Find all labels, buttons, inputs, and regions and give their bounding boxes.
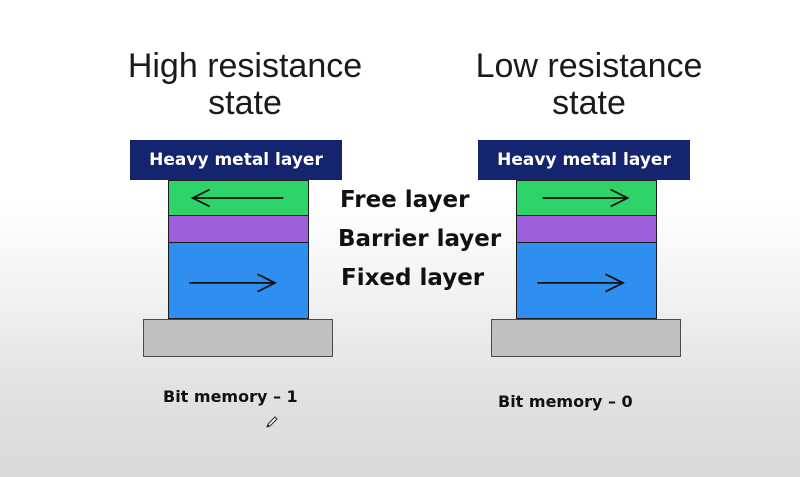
substrate-left: [143, 319, 333, 357]
fixed-layer-right: [516, 242, 657, 319]
heavy-metal-layer-left: Heavy metal layer: [130, 140, 342, 180]
right-arrow-icon: [537, 273, 625, 293]
high-resistance-title: High resistance state: [95, 48, 395, 122]
heavy-metal-layer-right: Heavy metal layer: [478, 140, 690, 180]
free-layer-label: Free layer: [340, 187, 470, 213]
left-arrow-icon: [190, 188, 284, 208]
low-resistance-title-line2: state: [552, 84, 626, 122]
right-arrow-icon: [542, 188, 630, 208]
high-resistance-title-line1: High resistance: [127, 47, 363, 85]
barrier-layer-left: [168, 216, 309, 242]
free-layer-left: [168, 180, 309, 216]
bit-memory-0-label: Bit memory – 0: [498, 392, 633, 411]
fixed-layer-label: Fixed layer: [341, 265, 485, 291]
fixed-layer-left: [168, 242, 309, 319]
low-resistance-mtj-stack: Heavy metal layer: [478, 140, 690, 360]
barrier-layer-label: Barrier layer: [338, 226, 502, 252]
low-resistance-title: Low resistance state: [439, 48, 739, 122]
free-layer-right: [516, 180, 657, 216]
high-resistance-mtj-stack: Heavy metal layer: [130, 140, 342, 360]
pencil-icon: [266, 416, 278, 428]
barrier-layer-right: [516, 216, 657, 242]
high-resistance-title-line2: state: [208, 84, 282, 122]
right-arrow-icon: [189, 273, 277, 293]
substrate-right: [491, 319, 681, 357]
bit-memory-1-label: Bit memory – 1: [163, 387, 298, 406]
low-resistance-title-line1: Low resistance: [475, 47, 703, 85]
